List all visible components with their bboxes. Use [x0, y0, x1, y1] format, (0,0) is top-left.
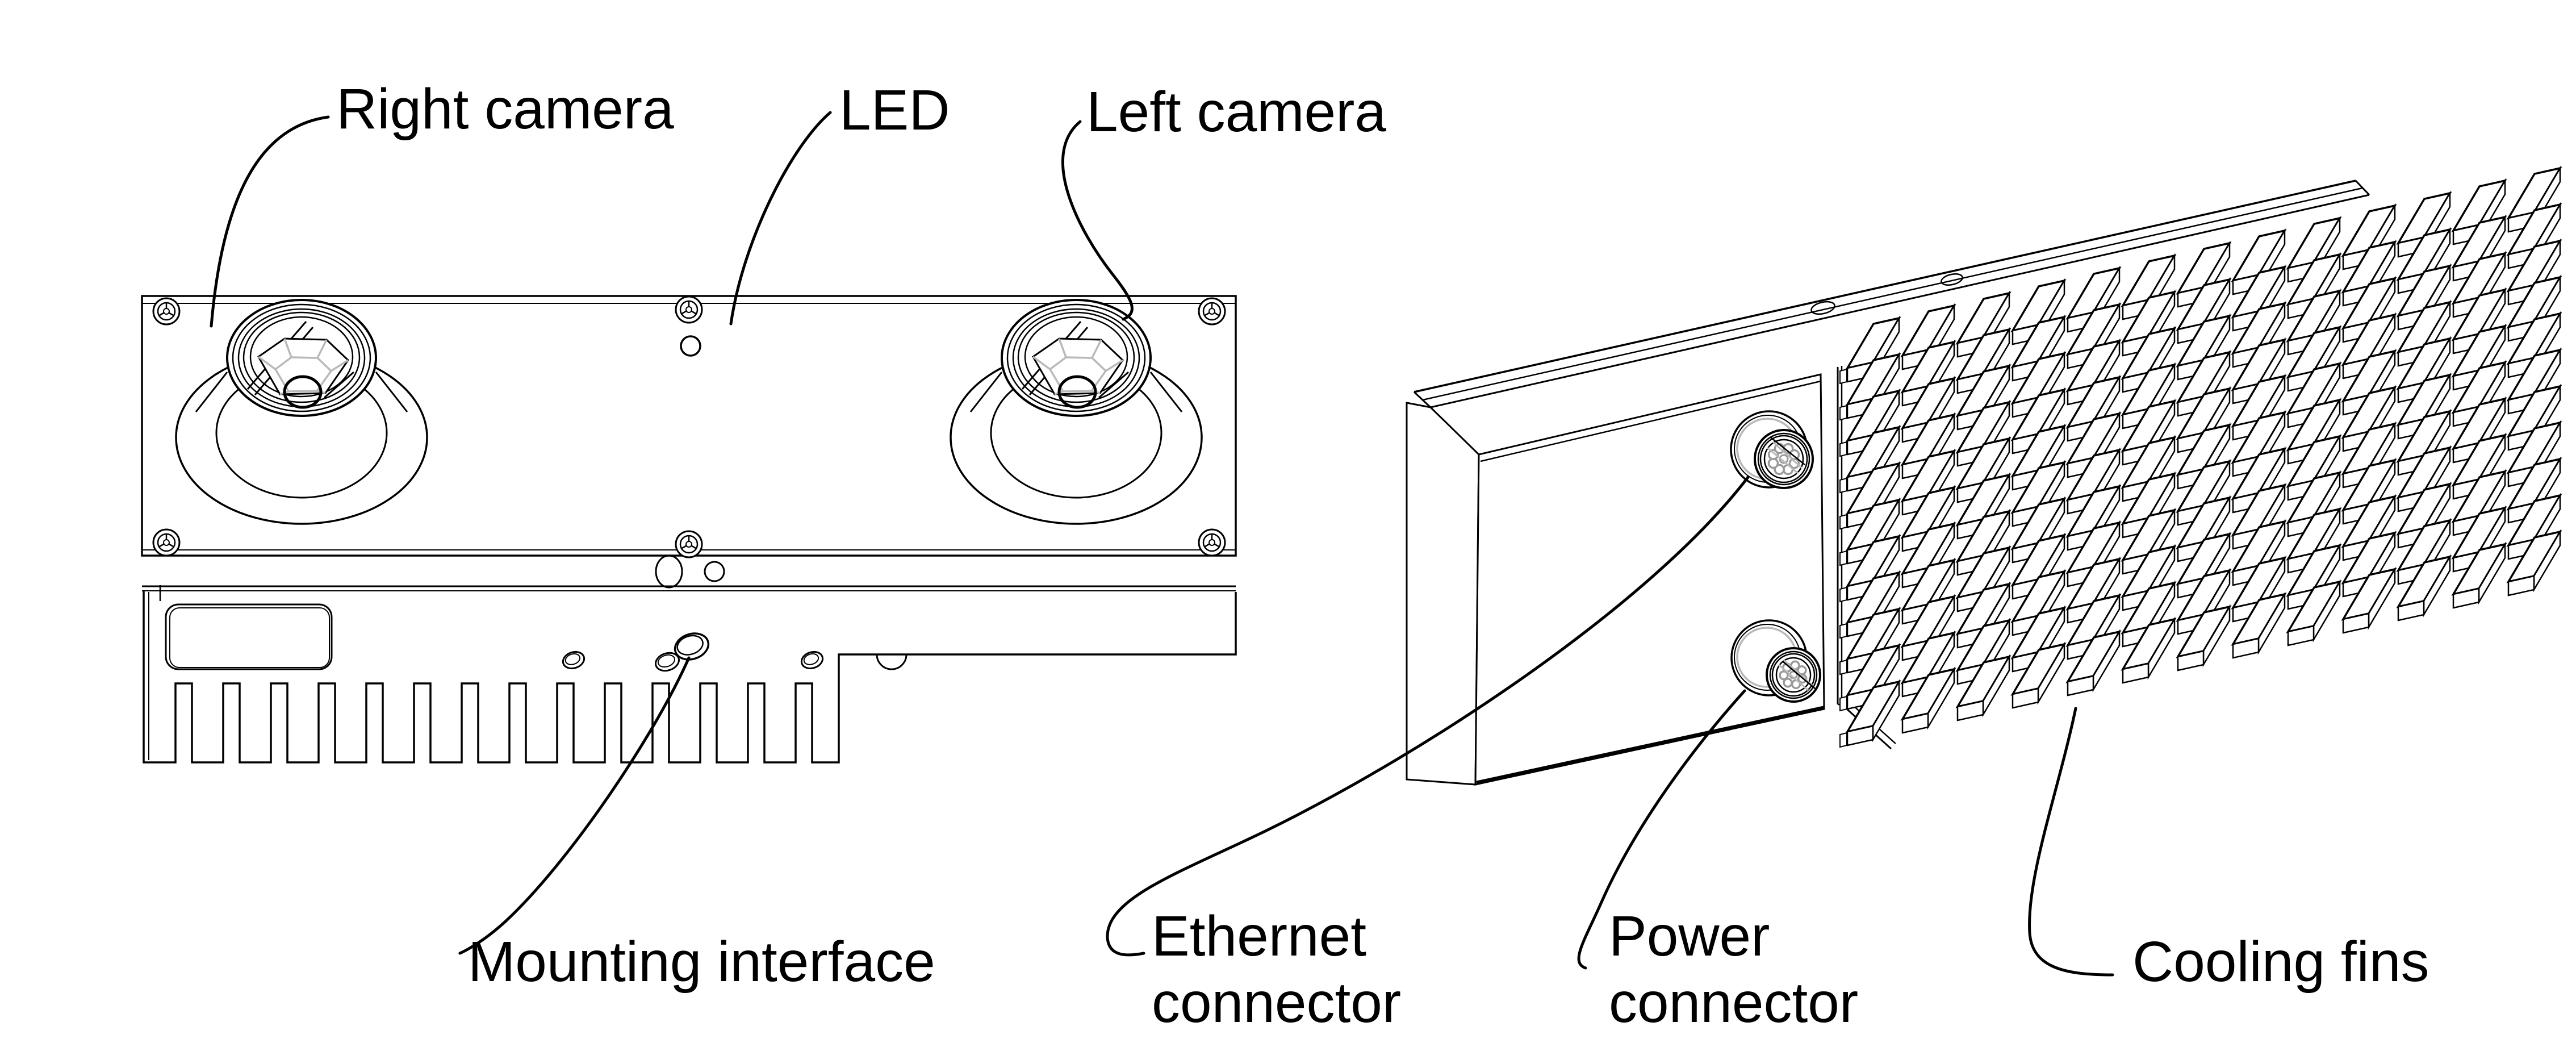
right-camera-lens: [175, 299, 428, 525]
callout-leaders: [210, 111, 2114, 977]
screw-4: [675, 530, 703, 558]
leader-ethernet: [1106, 475, 1750, 957]
callout-labels: Right camera LED Left camera Mounting in…: [336, 77, 2429, 1035]
leader-mounting-interface: [458, 656, 691, 955]
front-heatsink-comb: [143, 591, 1237, 764]
label-power-line2: connector: [1609, 971, 1858, 1035]
front-view: [141, 295, 1237, 764]
leader-left-camera: [1061, 120, 1134, 321]
screw-1: [675, 295, 703, 324]
screw-2: [1198, 297, 1226, 326]
ethernet-connector-port: [1730, 410, 1814, 489]
screw-0: [152, 297, 181, 326]
label-right-camera: Right camera: [336, 77, 674, 141]
label-plate: [165, 603, 333, 670]
screw-5: [1198, 528, 1226, 557]
leader-led: [729, 111, 832, 326]
leader-right-camera: [210, 115, 330, 328]
label-mounting-interface: Mounting interface: [468, 930, 935, 994]
screw-3: [152, 528, 181, 557]
label-ethernet-line2: connector: [1152, 971, 1401, 1035]
leader-cooling-fins: [2028, 707, 2114, 977]
label-ethernet-line1: Ethernet: [1152, 904, 1366, 968]
body-side-face: [1406, 402, 1480, 786]
label-cooling-fins: Cooling fins: [2132, 930, 2429, 994]
strip-hole-oval: [655, 554, 683, 589]
strip-hole-round: [704, 561, 725, 582]
rear-view: [1406, 165, 2562, 786]
top-edge-strip: [1413, 180, 2370, 408]
power-connector-port: [1730, 619, 1821, 703]
cooling-fins-array: [1839, 165, 2562, 748]
leader-power: [1577, 689, 1746, 970]
label-power-line1: Power: [1609, 904, 1770, 968]
led-indicator: [680, 335, 701, 357]
mounting-interface-holes: [562, 632, 824, 672]
label-led: LED: [839, 78, 950, 142]
label-left-camera: Left camera: [1086, 80, 1386, 144]
faceplate-screws: [152, 295, 1226, 558]
